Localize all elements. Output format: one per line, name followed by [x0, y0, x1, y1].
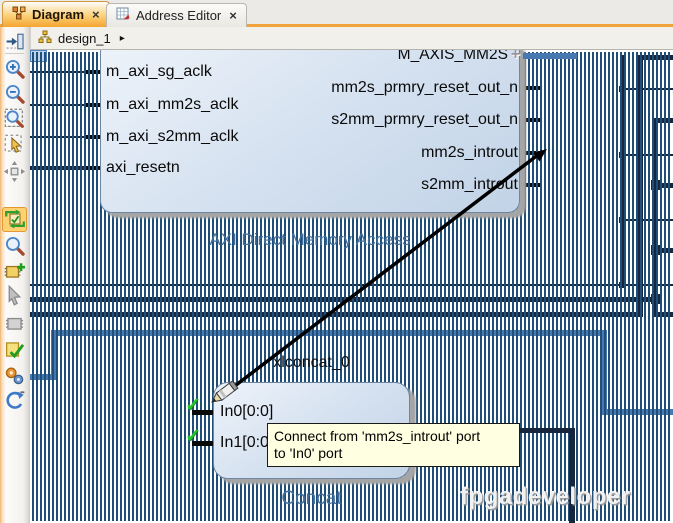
concat-instance-name: xlconcat_0 [273, 354, 350, 371]
diagram-toolbar [0, 27, 30, 523]
expand-interface-icon[interactable]: + [510, 50, 520, 63]
toolbar-separator [5, 53, 24, 54]
fit-to-window-icon[interactable] [4, 161, 25, 182]
axi-dma-block-label: AXI Direct Memory Access [209, 230, 411, 249]
breadcrumb: design_1 ▸ [30, 27, 673, 50]
zoom-in-icon[interactable] [4, 58, 25, 79]
tab-diagram-label: Diagram [32, 7, 85, 22]
port-label[interactable]: m_axi_mm2s_aclk [106, 96, 239, 113]
add-ip-icon[interactable] [4, 260, 25, 281]
regenerate-layout-icon[interactable] [4, 389, 25, 410]
tab-address-editor-label: Address Editor [136, 8, 222, 23]
validate-design-icon[interactable] [4, 339, 25, 360]
tab-diagram-close-icon[interactable]: × [92, 7, 100, 22]
connection-drag-overlay [211, 149, 547, 403]
customize-block-icon[interactable] [4, 312, 25, 333]
wire-in1[interactable] [500, 428, 575, 433]
m-axis-interface-wire[interactable] [523, 53, 577, 59]
diagram-canvas[interactable]: M_AXIS_MM2S+ m_axi_sg_aclk m_axi_mm2s_ac… [30, 50, 673, 523]
drag-connection-wire [217, 149, 545, 400]
breadcrumb-design-name[interactable]: design_1 [58, 30, 111, 46]
axi-dma-block[interactable] [100, 50, 520, 213]
search-icon[interactable] [4, 235, 25, 256]
tab-diagram[interactable]: Diagram × [2, 1, 110, 27]
port-label[interactable]: In0[0:0] [220, 403, 274, 420]
port-label[interactable]: axi_resetn [106, 159, 180, 176]
tab-address-editor[interactable]: Address Editor × [106, 3, 247, 27]
concat-block-label: Concat [281, 488, 342, 509]
port-label[interactable]: s2mm_prmry_reset_out_n [331, 111, 518, 128]
port-label[interactable]: m_axi_s2mm_aclk [106, 128, 239, 145]
design-hierarchy-icon [38, 30, 52, 47]
port-stub[interactable] [192, 410, 213, 415]
tab-address-editor-close-icon[interactable]: × [229, 8, 237, 23]
zoom-fit-icon[interactable] [4, 108, 25, 129]
port-label[interactable]: In1[0:0] [220, 434, 274, 451]
active-tab-underline [0, 24, 673, 27]
valid-target-check-icon: ✓ [185, 426, 201, 447]
port-stub[interactable] [192, 441, 213, 446]
select-area-icon[interactable] [4, 134, 25, 155]
connection-arrowhead-icon [533, 149, 547, 162]
pencil-cursor-icon [211, 380, 239, 403]
address-editor-icon [116, 7, 130, 24]
breadcrumb-expand-arrow[interactable]: ▸ [119, 32, 125, 44]
diagram-icon [12, 6, 26, 23]
make-external-connection-icon[interactable] [4, 284, 25, 306]
wire-in1-vertical[interactable] [569, 428, 575, 523]
connection-tooltip: Connect from 'mm2s_introut' port to 'In0… [267, 423, 520, 467]
auto-fit-selection-icon[interactable] [5, 209, 26, 230]
port-m-axis-mm2s[interactable]: M_AXIS_MM2S+ [280, 50, 520, 64]
tooltip-line2: to 'In0' port [274, 445, 343, 461]
dock-toolbar-icon[interactable] [4, 31, 25, 52]
settings-gears-icon[interactable] [4, 365, 25, 386]
tooltip-line1: Connect from 'mm2s_introut' port [274, 428, 481, 444]
zoom-out-icon[interactable] [4, 83, 25, 104]
valid-target-check-icon: ✓ [185, 395, 201, 416]
port-label[interactable]: mm2s_introut [421, 144, 518, 161]
watermark: fpgadeveloper [460, 483, 631, 510]
port-label[interactable]: mm2s_prmry_reset_out_n [331, 79, 518, 96]
port-label[interactable]: m_axi_sg_aclk [106, 63, 212, 80]
